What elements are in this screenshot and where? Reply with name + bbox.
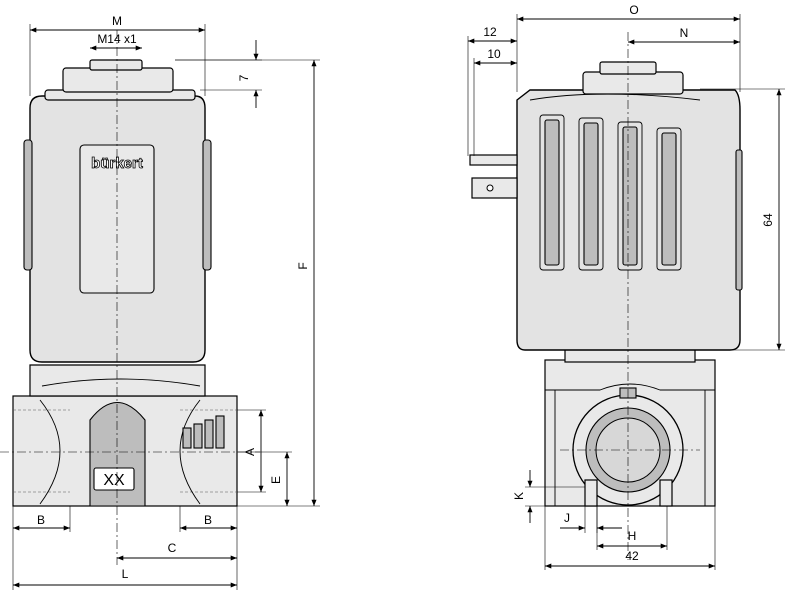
dim-12: 12: [483, 25, 497, 39]
dim-H: H: [628, 529, 637, 543]
xx-mark: XX: [103, 472, 125, 489]
side-view: O N 12 10 64 K J H: [467, 3, 785, 570]
neck-curve: [41, 378, 201, 387]
coil-side-rib-right: [202, 139, 212, 271]
coil-side-rib-left: [23, 139, 33, 271]
spade-terminal: [469, 154, 518, 166]
dim-F: F: [296, 262, 310, 269]
vent-slots: [539, 114, 682, 271]
dim-10: 10: [487, 47, 501, 61]
brand-logo: bürkert: [91, 155, 143, 172]
coil-side-rib: [735, 149, 743, 291]
dim-L: L: [122, 567, 129, 581]
valve-neck-front: [29, 364, 206, 397]
dim-M: M: [112, 14, 122, 28]
front-view: XX bürkert M M14 x1: [0, 14, 320, 590]
dim-M14: M14 x1: [97, 32, 137, 46]
dim-B-right: B: [204, 513, 212, 527]
dim-C: C: [168, 541, 177, 555]
dim-J: J: [564, 511, 570, 525]
dim-N: N: [680, 26, 689, 40]
terminal-block: [471, 177, 518, 199]
dim-7: 7: [237, 74, 251, 81]
connector-front: [62, 67, 174, 93]
dim-K: K: [512, 492, 526, 500]
dim-E: E: [269, 476, 283, 484]
left-recess: [39, 399, 61, 505]
dim-64: 64: [761, 213, 775, 227]
dim-42: 42: [625, 549, 639, 563]
connector-side: [582, 71, 684, 95]
flow-ribs: [182, 415, 225, 449]
dim-B-left: B: [37, 513, 45, 527]
dim-O: O: [629, 3, 638, 17]
right-recess: [179, 399, 201, 505]
xx-mark-box: [93, 467, 135, 491]
